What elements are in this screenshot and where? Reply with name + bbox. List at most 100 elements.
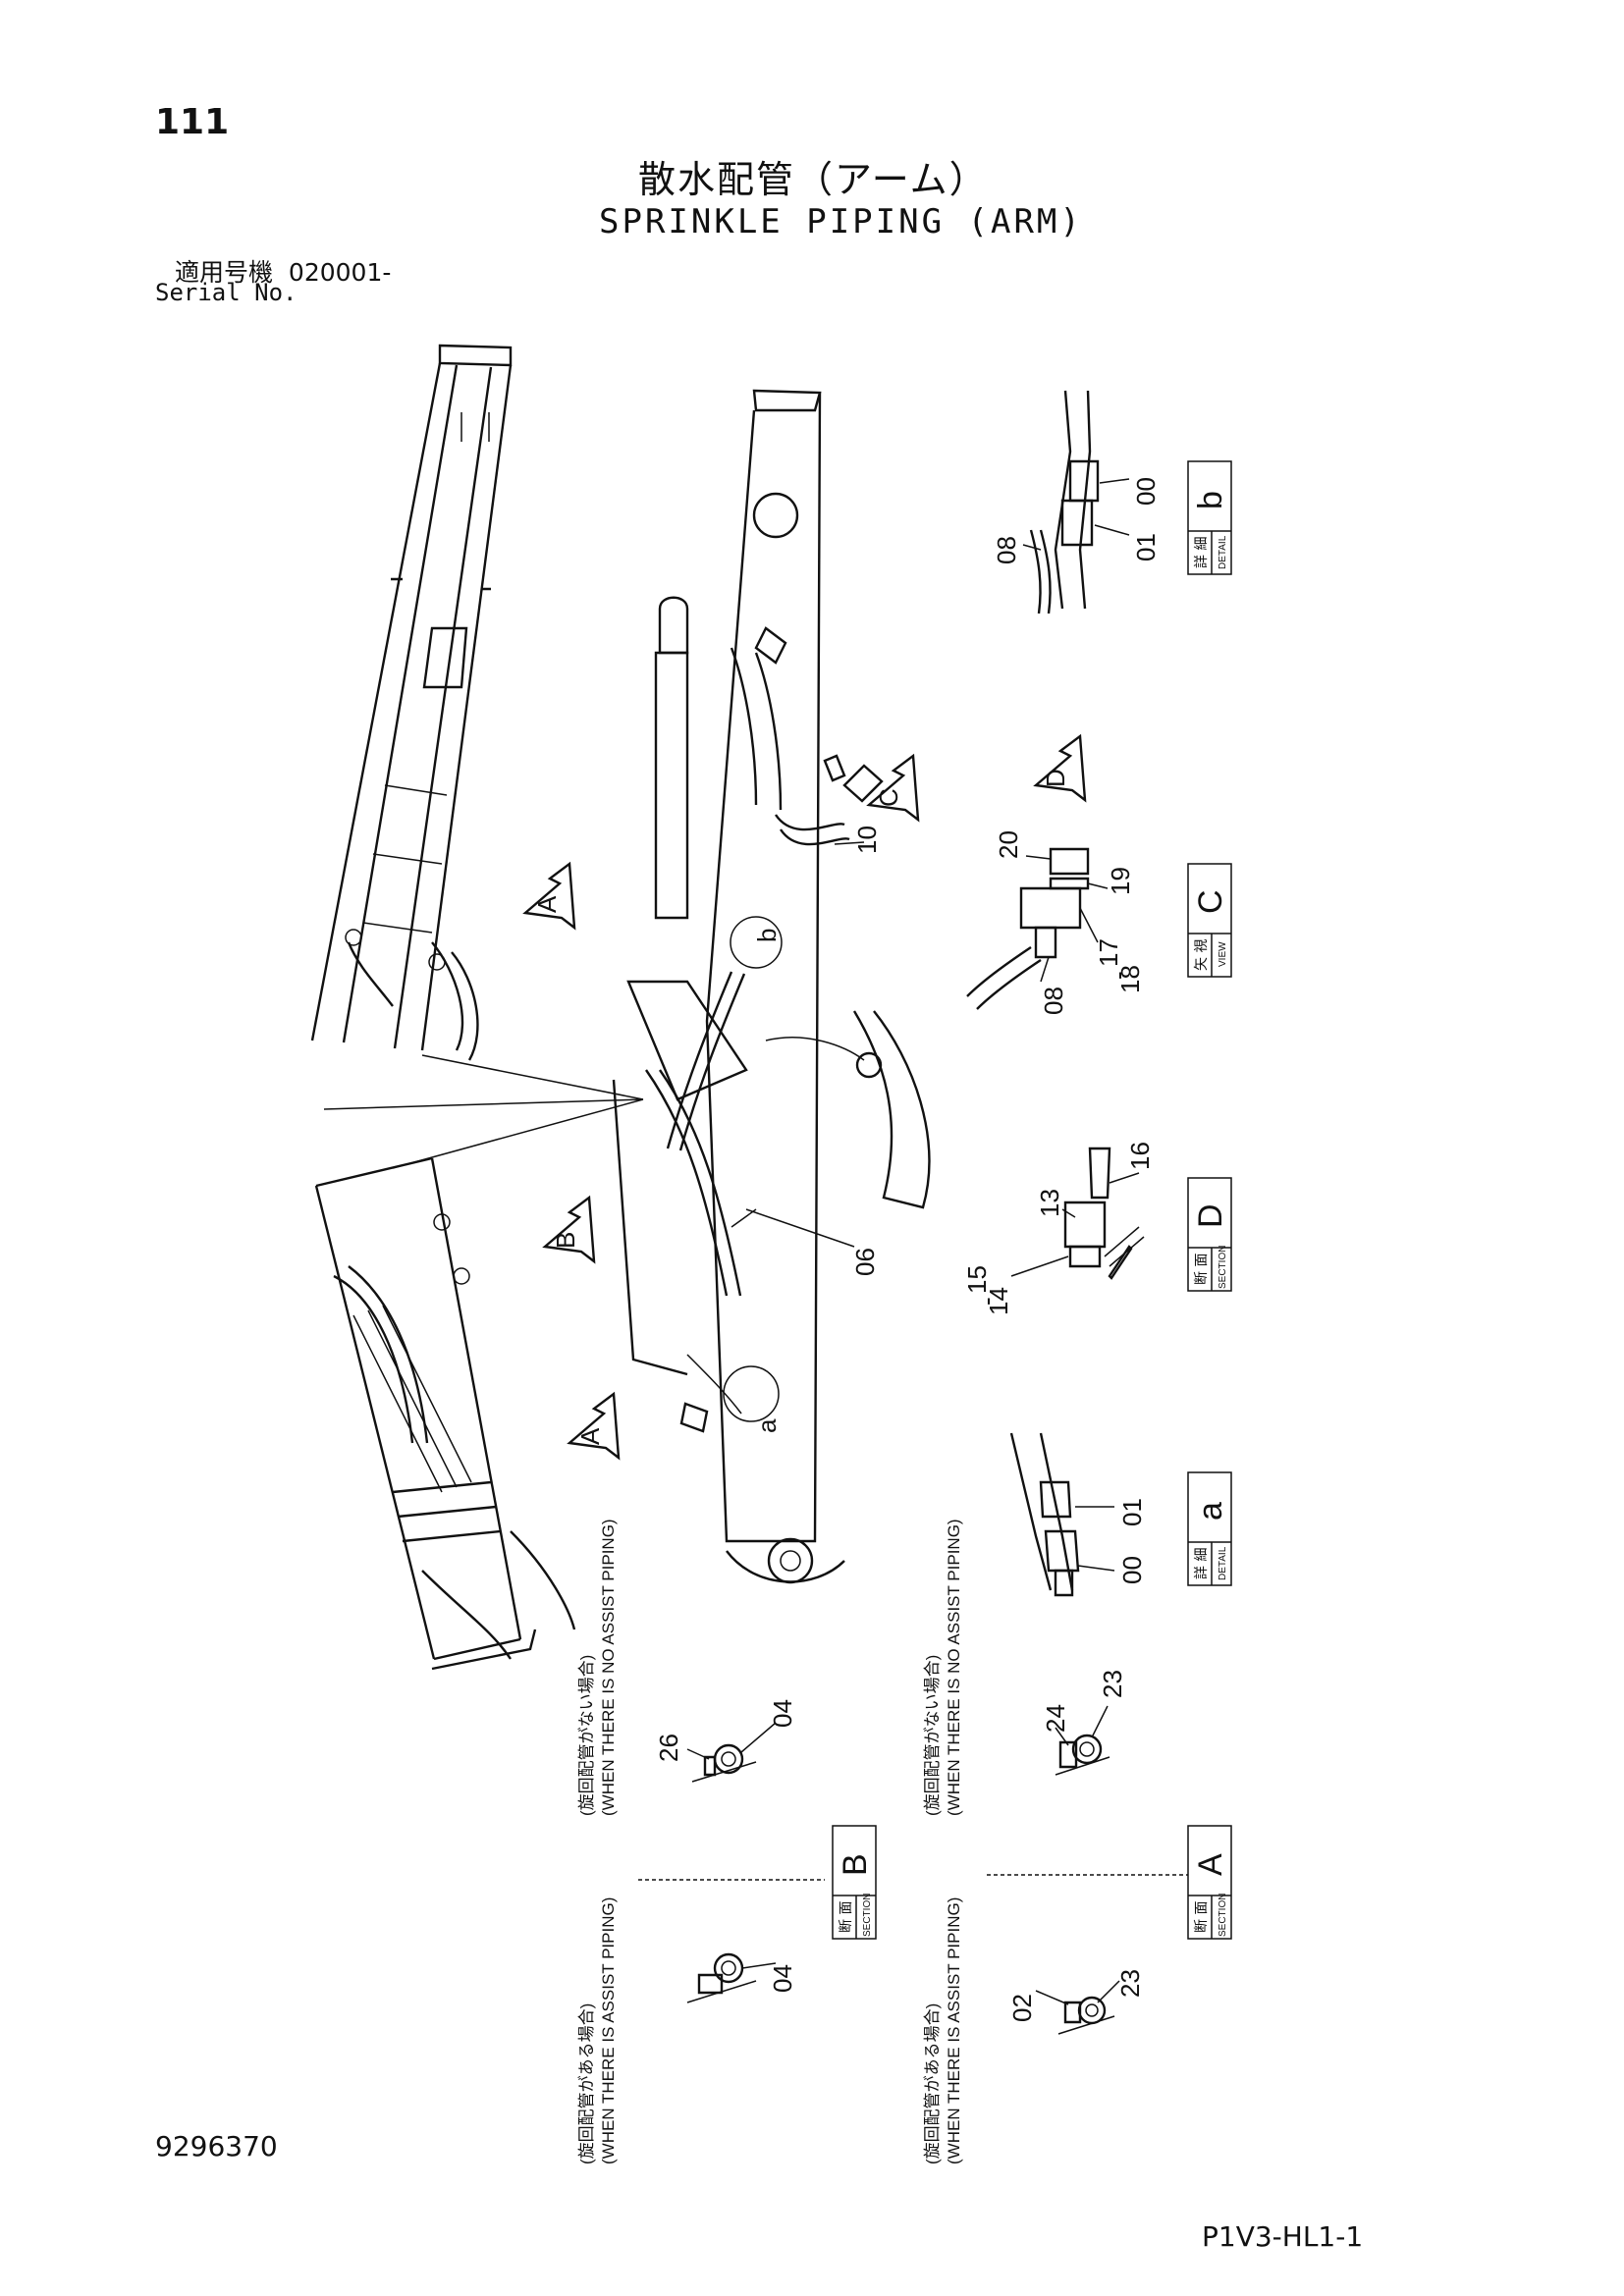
view-arrow-b: B: [542, 1195, 596, 1264]
section-b-no-assist-figure: [691, 1743, 757, 1783]
note-a-assist-en: (WHEN THERE IS ASSIST PIPING): [945, 1897, 963, 2164]
projection-line-2: [392, 1098, 644, 1169]
box-view-c: 矢 視 VIEW C: [1187, 863, 1232, 978]
view-c-figure: [966, 847, 1090, 1010]
view-c-label-18: 18: [1115, 965, 1145, 993]
note-b-assist-ja: (旋回配管がある場合): [577, 2003, 596, 2164]
serial-label-en: Serial No.: [155, 279, 298, 306]
svg-text:D: D: [1041, 769, 1070, 787]
svg-text:断 面: 断 面: [1194, 1901, 1210, 1933]
section-d-figure: [1063, 1147, 1145, 1280]
section-a2-leaders: [1035, 1980, 1120, 2005]
detail-b-figure: [1029, 390, 1100, 614]
section-d-label-15: 15: [962, 1265, 992, 1294]
svg-text:D: D: [1192, 1203, 1229, 1228]
svg-text:SECTION: SECTION: [1218, 1894, 1228, 1937]
serial-label-ja: 適用号機: [175, 258, 274, 287]
note-b-assist-en: (WHEN THERE IS ASSIST PIPING): [599, 1897, 618, 2164]
view-arrow-c: C: [866, 753, 920, 823]
part-label-06: 06: [850, 1248, 880, 1276]
svg-text:DETAIL: DETAIL: [1218, 535, 1228, 569]
svg-text:B: B: [837, 1853, 874, 1876]
note-a-assist-ja: (旋回配管がある場合): [923, 2003, 942, 2164]
svg-text:B: B: [551, 1232, 580, 1249]
svg-text:DETAIL: DETAIL: [1218, 1546, 1228, 1580]
section-a-no-assist-figure: [1055, 1734, 1110, 1776]
section-d-label-13: 13: [1035, 1189, 1064, 1217]
arm-assembly: [612, 389, 931, 1584]
svg-text:b: b: [1192, 491, 1229, 509]
boom-lower-view: [314, 1156, 576, 1671]
box-section-a: 断 面 SECTION A: [1187, 1825, 1232, 1940]
section-d-label-dash: -: [972, 1297, 1001, 1306]
svg-text:断 面: 断 面: [1194, 1254, 1210, 1285]
view-c-label-20: 20: [994, 830, 1023, 859]
detail-b-leaders: [1022, 478, 1130, 551]
note-a-no-assist-ja: (旋回配管がない場合): [923, 1655, 942, 1816]
detail-b-label-00: 00: [1131, 477, 1161, 506]
view-arrow-a-lower: A: [567, 1391, 621, 1461]
svg-text:C: C: [874, 788, 903, 807]
section-b-leaders: [686, 1722, 777, 1760]
svg-text:VIEW: VIEW: [1218, 941, 1228, 967]
svg-text:a: a: [1192, 1502, 1229, 1521]
view-c-leaders: [1025, 855, 1109, 983]
section-d-label-14: 14: [984, 1287, 1013, 1315]
svg-text:A: A: [575, 1427, 605, 1445]
note-b-no-assist-en: (WHEN THERE IS NO ASSIST PIPING): [599, 1519, 618, 1816]
page-code: P1V3-HL1-1: [1202, 2220, 1364, 2253]
svg-text:矢 視: 矢 視: [1194, 939, 1210, 971]
view-arrow-d: D: [1033, 733, 1087, 803]
detail-mark-a: a: [752, 1418, 782, 1433]
svg-text:詳 細: 詳 細: [1194, 1548, 1210, 1579]
section-d-label-16: 16: [1125, 1142, 1155, 1170]
view-c-label-17: 17: [1094, 938, 1123, 967]
note-b-no-assist-ja: (旋回配管がない場合): [577, 1655, 596, 1816]
svg-text:SECTION: SECTION: [862, 1894, 873, 1937]
leader-10: [834, 841, 865, 845]
detail-a-figure: [1009, 1432, 1080, 1597]
box-detail-a: 詳 細 DETAIL a: [1187, 1471, 1232, 1586]
detail-b-label-08: 08: [992, 536, 1021, 564]
detail-mark-b: b: [752, 929, 782, 942]
page-number: 111: [155, 102, 230, 142]
section-b-label-04: 04: [768, 1699, 797, 1728]
svg-text:A: A: [1192, 1853, 1229, 1876]
view-c-label-dash: -: [1104, 971, 1133, 980]
title-english: SPRINKLE PIPING (ARM): [599, 202, 1083, 241]
detail-a-label-01: 01: [1117, 1498, 1147, 1526]
serial-value: 020001-: [288, 258, 392, 287]
section-a-assist-figure: [1057, 1996, 1115, 2035]
section-a-label-23: 23: [1098, 1670, 1127, 1698]
section-a2-label-02: 02: [1007, 1994, 1037, 2022]
section-a-leaders: [1055, 1705, 1109, 1746]
view-c-label-08: 08: [1039, 987, 1068, 1015]
svg-text:A: A: [532, 895, 562, 913]
box-section-b: 断 面 SECTION B: [832, 1825, 877, 1940]
detail-a-label-00: 00: [1117, 1556, 1147, 1584]
svg-text:C: C: [1192, 889, 1229, 914]
section-a2-label-23: 23: [1115, 1969, 1145, 1998]
projection-line-3: [323, 1098, 644, 1110]
boom-upper-view: [310, 344, 513, 1061]
box-section-d: 断 面 SECTION D: [1187, 1177, 1232, 1292]
section-b-label-26: 26: [654, 1734, 683, 1762]
part-label-10: 10: [852, 826, 882, 854]
note-a-no-assist-en: (WHEN THERE IS NO ASSIST PIPING): [945, 1519, 963, 1816]
view-arrow-a-top: A: [522, 861, 576, 931]
section-b-assist-figure: [686, 1952, 757, 2003]
section-b2-leader: [741, 1962, 777, 1969]
title-japanese: 散水配管（アーム）: [638, 158, 989, 201]
serial-line: 適用号機 020001-: [175, 253, 391, 289]
document-number: 9296370: [155, 2130, 278, 2163]
view-c-label-19: 19: [1106, 867, 1135, 895]
svg-text:断 面: 断 面: [839, 1901, 854, 1933]
box-detail-b: 詳 細 DETAIL b: [1187, 460, 1232, 575]
section-d-leaders: [1010, 1172, 1140, 1277]
svg-text:SECTION: SECTION: [1218, 1246, 1228, 1289]
detail-a-leaders: [1075, 1506, 1115, 1572]
leader-06: [745, 1208, 855, 1248]
projection-line-1: [421, 1054, 644, 1100]
section-b2-label-04: 04: [768, 1964, 797, 1993]
